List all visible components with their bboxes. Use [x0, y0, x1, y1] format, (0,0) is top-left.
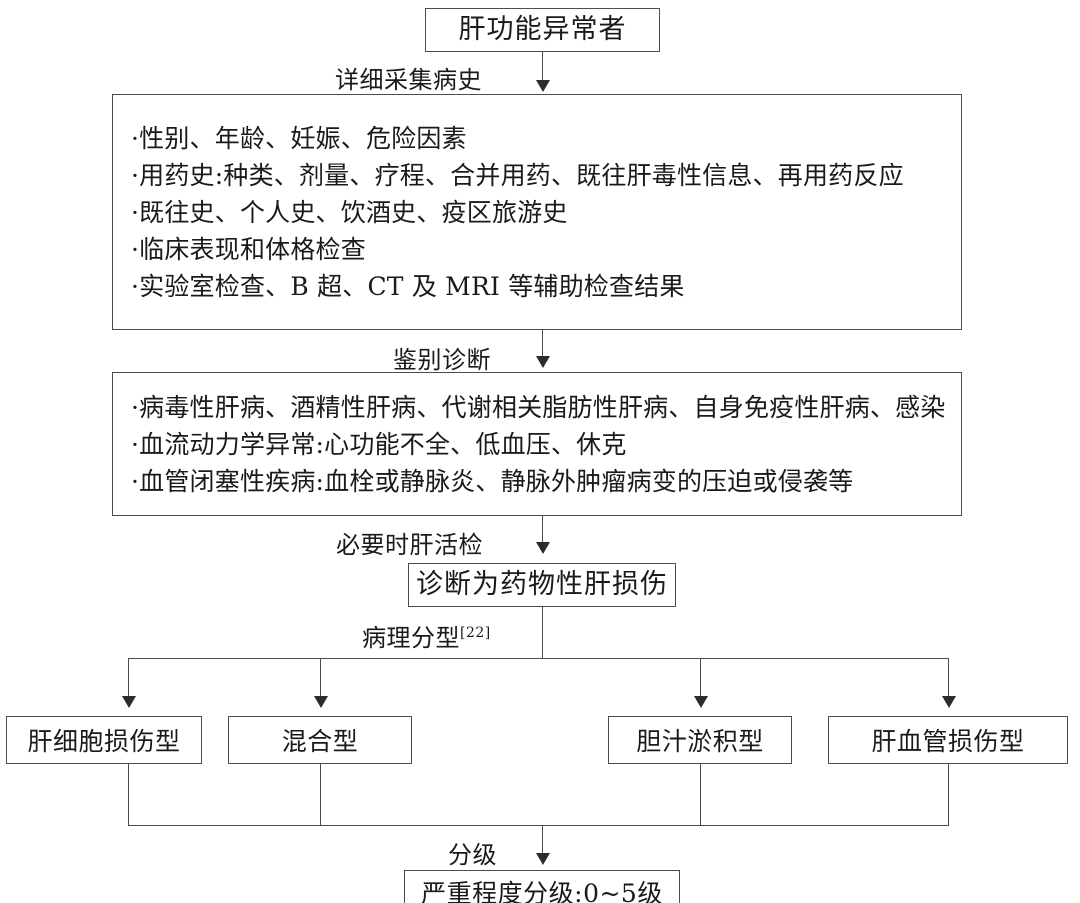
arrow-differential-to-diagnosis: [536, 542, 550, 554]
connector-type-2-to-merge: [320, 764, 321, 826]
node-type-mixed-label: 混合型: [281, 727, 359, 756]
edge-label-pathology-typing: 病理分型[22]: [362, 618, 491, 653]
arrow-bus-to-type-4: [942, 696, 956, 708]
node-dili-diagnosis: 诊断为药物性肝损伤: [408, 563, 676, 607]
edge-label-liver-biopsy: 必要时肝活检: [336, 531, 483, 559]
history-item: ·实验室检查、B 超、CT 及 MRI 等辅助检查结果: [131, 271, 685, 301]
node-type-hepatocellular: 肝细胞损伤型: [6, 716, 202, 764]
arrow-history-to-differential: [536, 356, 550, 368]
differential-item: ·血流动力学异常:心功能不全、低血压、休克: [131, 429, 627, 459]
node-severity-grading-label: 严重程度分级:0~5级: [421, 879, 663, 903]
node-type-vascular-label: 肝血管损伤型: [871, 727, 1025, 756]
arrow-bus-to-type-2: [314, 696, 328, 708]
connector-type-4-to-merge: [948, 764, 949, 826]
history-item: ·性别、年龄、妊娠、危险因素: [131, 123, 467, 153]
fanout-bus: [128, 658, 948, 659]
connector-diagnosis-to-bus: [542, 607, 543, 659]
node-type-cholestatic-label: 胆汁淤积型: [636, 727, 764, 756]
edge-label-pathology-typing-text: 病理分型: [362, 624, 460, 652]
differential-item: ·血管闭塞性疾病:血栓或静脉炎、静脉外肿瘤病变的压迫或侵袭等: [131, 466, 854, 496]
connector-title-to-history: [542, 52, 543, 82]
differential-item: ·病毒性肝病、酒精性肝病、代谢相关脂肪性肝病、自身免疫性肝病、感染: [131, 392, 946, 422]
node-severity-grading: 严重程度分级:0~5级: [404, 870, 680, 903]
edge-label-pathology-typing-ref: [22]: [460, 625, 491, 641]
history-item: ·既往史、个人史、饮酒史、疫区旅游史: [131, 197, 568, 227]
connector-type-1-to-merge: [128, 764, 129, 826]
node-type-cholestatic: 胆汁淤积型: [608, 716, 792, 764]
history-item: ·用药史:种类、剂量、疗程、合并用药、既往肝毒性信息、再用药反应: [131, 160, 904, 190]
connector-bus-to-type-4: [948, 658, 949, 700]
connector-bus-to-type-1: [128, 658, 129, 700]
node-history-collection: ·性别、年龄、妊娠、危险因素 ·用药史:种类、剂量、疗程、合并用药、既往肝毒性信…: [112, 94, 962, 330]
merge-bus: [128, 825, 948, 826]
arrow-bus-to-type-1: [122, 696, 136, 708]
connector-differential-to-diagnosis: [542, 516, 543, 544]
history-item: ·临床表现和体格检查: [131, 234, 366, 264]
arrow-merge-to-severity: [536, 853, 550, 865]
edge-label-detailed-history: 详细采集病史: [335, 66, 482, 94]
node-abnormal-liver-function-label: 肝功能异常者: [458, 14, 627, 46]
connector-bus-to-type-3: [700, 658, 701, 700]
node-differential-diagnosis: ·病毒性肝病、酒精性肝病、代谢相关脂肪性肝病、自身免疫性肝病、感染 ·血流动力学…: [112, 372, 962, 516]
node-type-hepatocellular-label: 肝细胞损伤型: [27, 727, 181, 756]
edge-label-differential-diagnosis: 鉴别诊断: [393, 346, 491, 374]
connector-type-3-to-merge: [700, 764, 701, 826]
node-type-mixed: 混合型: [228, 716, 412, 764]
arrow-bus-to-type-3: [694, 696, 708, 708]
node-abnormal-liver-function: 肝功能异常者: [425, 8, 660, 52]
node-dili-diagnosis-label: 诊断为药物性肝损伤: [416, 569, 668, 601]
connector-merge-to-severity: [542, 825, 543, 855]
arrow-title-to-history: [536, 80, 550, 92]
connector-history-to-differential: [542, 330, 543, 358]
node-type-vascular: 肝血管损伤型: [828, 716, 1068, 764]
edge-label-grading: 分级: [448, 841, 497, 869]
connector-bus-to-type-2: [320, 658, 321, 700]
